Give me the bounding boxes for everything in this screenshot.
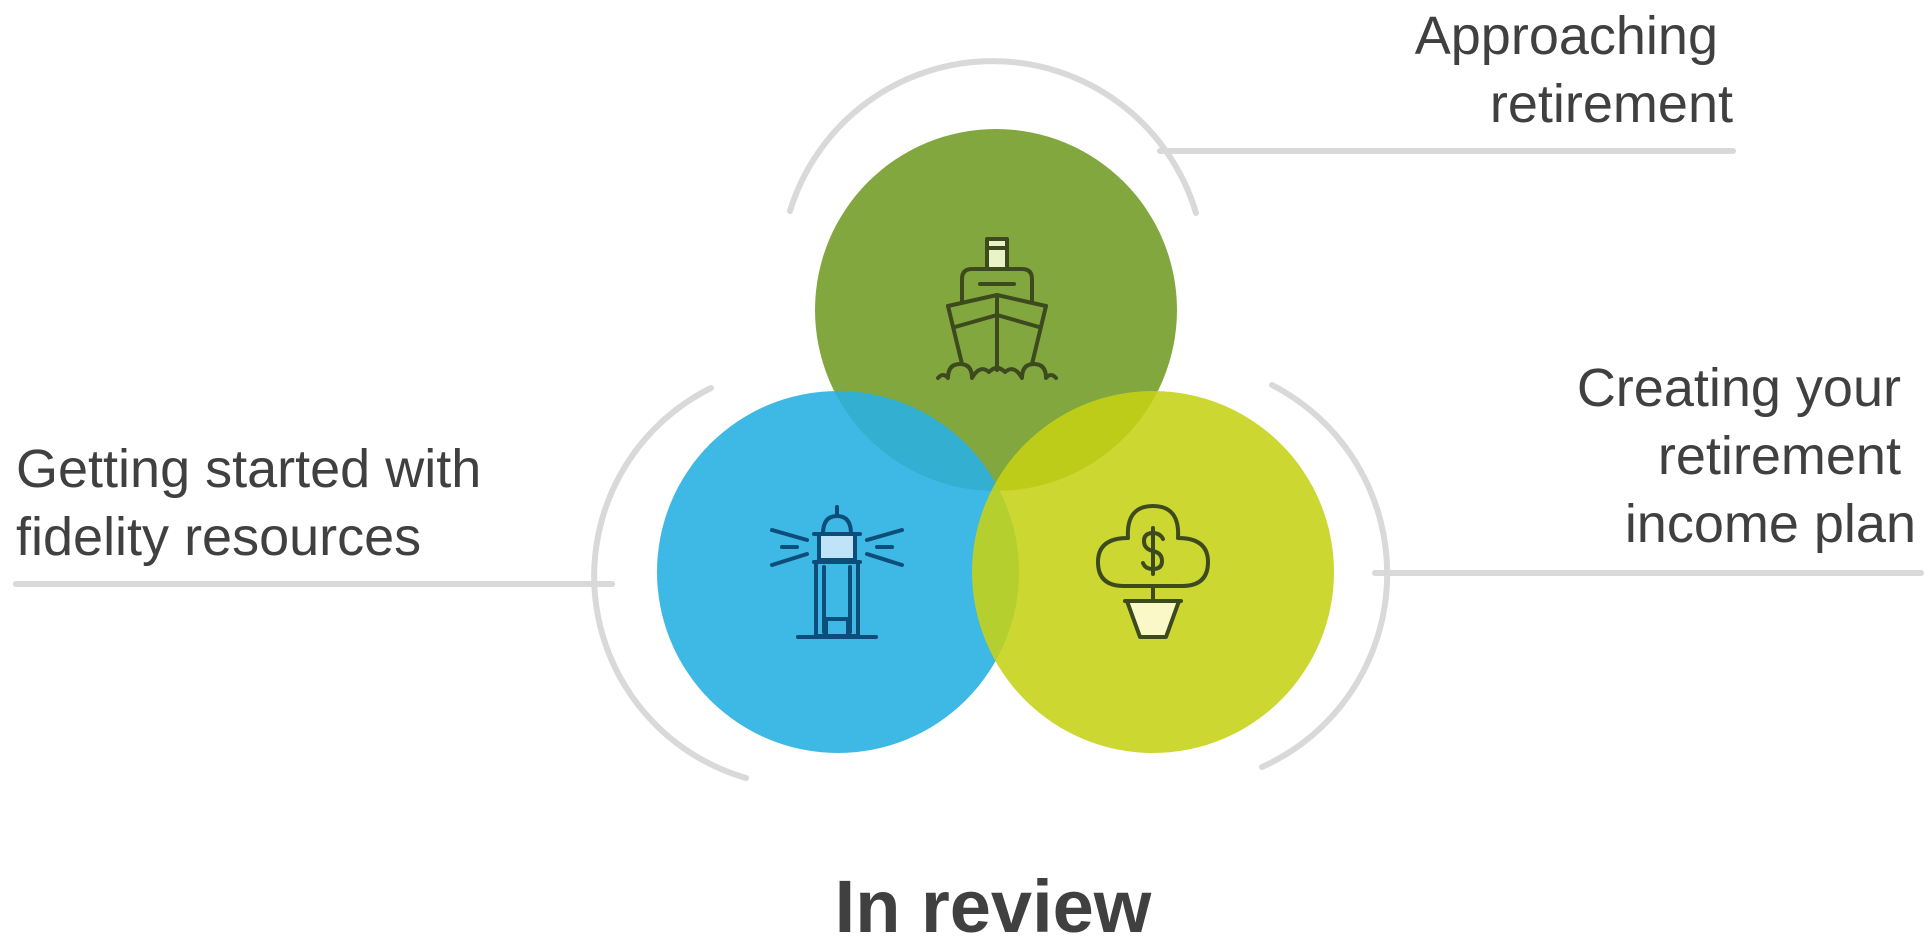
getting-started-circle [657, 391, 1019, 753]
lighthouse-icon [770, 505, 904, 639]
left-guide-arc [591, 385, 749, 781]
label-line: Creating your [1577, 358, 1901, 418]
right-guide-arc [1259, 382, 1391, 770]
label-line: Getting started with [16, 439, 481, 499]
label-line: fidelity resources [16, 507, 421, 567]
top-guide-arc [787, 58, 1199, 216]
label-line: income plan [1625, 494, 1916, 554]
ship-icon [936, 237, 1058, 380]
money-tree-icon [1096, 504, 1210, 639]
label-line: retirement [1658, 426, 1901, 486]
approaching-retirement-label: Approaching retirement [1415, 6, 1733, 134]
label-line: retirement [1490, 74, 1733, 134]
income-plan-label: Creating your retirement income plan [1577, 358, 1916, 554]
guide-lines [13, 58, 1924, 781]
diagram-title: In review [835, 865, 1152, 943]
getting-started-label: Getting started with fidelity resources [16, 439, 496, 567]
label-line: Approaching [1415, 6, 1718, 66]
circles [657, 129, 1334, 753]
